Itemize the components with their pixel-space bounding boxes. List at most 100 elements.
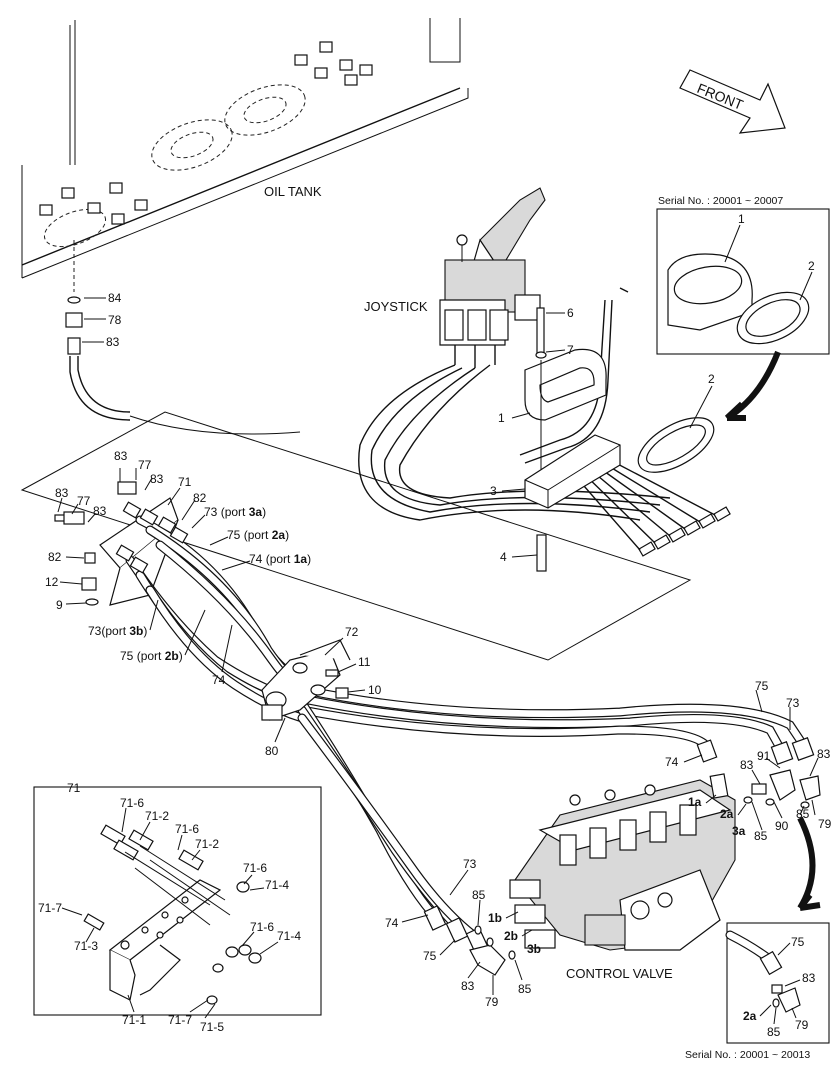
serial-bottom-inset: Serial No. : 20001 ~ 20013 <box>685 1049 810 1061</box>
callout-71-7b: 71-7 <box>168 1013 192 1027</box>
port-3b-label: 3b <box>527 942 541 956</box>
callout-73-lo: 73 <box>463 857 477 871</box>
callout-71-1: 71-1 <box>122 1013 146 1027</box>
port2a-suffix: ) <box>285 528 289 542</box>
grommet-80 <box>261 639 351 721</box>
serial-top-inset: Serial No. : 20001 ~ 20007 <box>658 195 783 207</box>
joystick-assembly <box>439 187 546 368</box>
callout-b85: 85 <box>767 1025 781 1039</box>
port3b-number: 3b <box>129 624 143 638</box>
callout-91: 91 <box>757 749 771 763</box>
front-arrow-icon <box>679 69 786 134</box>
callout-83-a: 83 <box>114 449 128 463</box>
callout-71-4b: 71-4 <box>277 929 301 943</box>
manifold-fittings <box>115 501 189 574</box>
callout-79-r: 79 <box>818 817 832 831</box>
port-2a-label: 2a <box>720 807 734 821</box>
callout-71-6a: 71-6 <box>120 796 144 810</box>
callout-4: 4 <box>500 550 507 564</box>
callout-9: 9 <box>56 598 63 612</box>
callout-83-r2: 83 <box>740 758 754 772</box>
callout-83-d: 83 <box>93 504 107 518</box>
oil-tank <box>21 18 469 292</box>
callout-90: 90 <box>775 819 789 833</box>
callout-b75: 75 <box>791 935 805 949</box>
callout-84: 84 <box>108 291 122 305</box>
port3a-number: 3a <box>249 505 263 519</box>
callout-83-b: 83 <box>150 472 164 486</box>
port3a-suffix: ) <box>262 505 266 519</box>
detail-71-title: 71 <box>67 781 81 795</box>
callout-3: 3 <box>490 484 497 498</box>
callout-77-a: 77 <box>138 458 152 472</box>
callout-2: 2 <box>708 372 715 386</box>
callout-74-mid: 74 <box>212 673 226 687</box>
callout-73b-number: 73 <box>88 624 102 638</box>
port2b-suffix: ) <box>179 649 183 663</box>
port-b2a-label: 2a <box>743 1009 757 1023</box>
inset-bottom-arrow-icon <box>797 816 821 911</box>
callout-75-port-2b: 75 (port 2b) <box>120 649 183 663</box>
callout-85-r1: 85 <box>754 829 768 843</box>
port-3a-label: 3a <box>732 824 746 838</box>
callout-75-r: 75 <box>755 679 769 693</box>
callout-85-lo: 85 <box>472 888 486 902</box>
joystick-caption: JOYSTICK <box>364 299 428 314</box>
callout-11: 11 <box>358 655 371 669</box>
callout-12: 12 <box>45 575 59 589</box>
callout-10: 10 <box>368 683 382 697</box>
tank-bolts <box>39 41 373 225</box>
callout-b83: 83 <box>802 971 816 985</box>
callout-85-r2: 85 <box>796 807 810 821</box>
callout-73-port-3a: 73 (port 3a) <box>204 505 266 519</box>
callout-75-number: 75 <box>227 528 241 542</box>
port-2b-label: 2b <box>504 929 518 943</box>
port1a-number: 1a <box>294 552 308 566</box>
callout-74-port-1a: 74 (port 1a) <box>249 552 311 566</box>
callout-71-2a: 71-2 <box>145 809 169 823</box>
callout-77-b: 77 <box>77 494 91 508</box>
callout-83-tank: 83 <box>106 335 120 349</box>
joystick-hose-fittings <box>569 459 731 557</box>
port-1b-label: 1b <box>488 911 502 925</box>
oil-tank-caption: OIL TANK <box>264 184 322 199</box>
valve-spools <box>509 784 697 949</box>
port2b-number: 2b <box>165 649 179 663</box>
callout-78: 78 <box>108 313 122 327</box>
callout-74-r: 74 <box>665 755 679 769</box>
callout-71-2b: 71-2 <box>195 837 219 851</box>
port1a-prefix: (port <box>266 552 294 566</box>
callout-73-port-3b: 73(port 3b) <box>88 624 147 638</box>
control-valve <box>509 779 736 951</box>
callout-71-6d: 71-6 <box>250 920 274 934</box>
tank-fittings <box>65 296 301 435</box>
callout-82-a: 82 <box>193 491 207 505</box>
callout-inset-2: 2 <box>808 259 815 273</box>
callout-83-r1: 83 <box>817 747 831 761</box>
callout-82-b: 82 <box>48 550 62 564</box>
callout-74-lo: 74 <box>385 916 399 930</box>
inset-top-arrow-icon <box>724 350 781 421</box>
callout-74-number: 74 <box>249 552 263 566</box>
callout-71-6c: 71-6 <box>243 861 267 875</box>
callout-72: 72 <box>345 625 359 639</box>
callout-71-6b: 71-6 <box>175 822 199 836</box>
callout-7: 7 <box>567 343 574 357</box>
callout-6: 6 <box>567 306 574 320</box>
callout-75-port-2a: 75 (port 2a) <box>227 528 289 542</box>
callout-73-number: 73 <box>204 505 218 519</box>
inset-bottom-parts <box>725 930 801 1013</box>
callout-inset-1: 1 <box>738 212 745 226</box>
port2b-prefix: (port <box>137 649 165 663</box>
callout-83-c: 83 <box>55 486 69 500</box>
callout-b79: 79 <box>795 1018 809 1032</box>
callout-71-3: 71-3 <box>74 939 98 953</box>
callout-83-lo: 83 <box>461 979 475 993</box>
manifold-frame <box>20 411 692 661</box>
inset-top-parts <box>667 253 810 345</box>
control-valve-caption: CONTROL VALVE <box>566 966 673 981</box>
port2a-number: 2a <box>272 528 286 542</box>
callout-80: 80 <box>265 744 279 758</box>
